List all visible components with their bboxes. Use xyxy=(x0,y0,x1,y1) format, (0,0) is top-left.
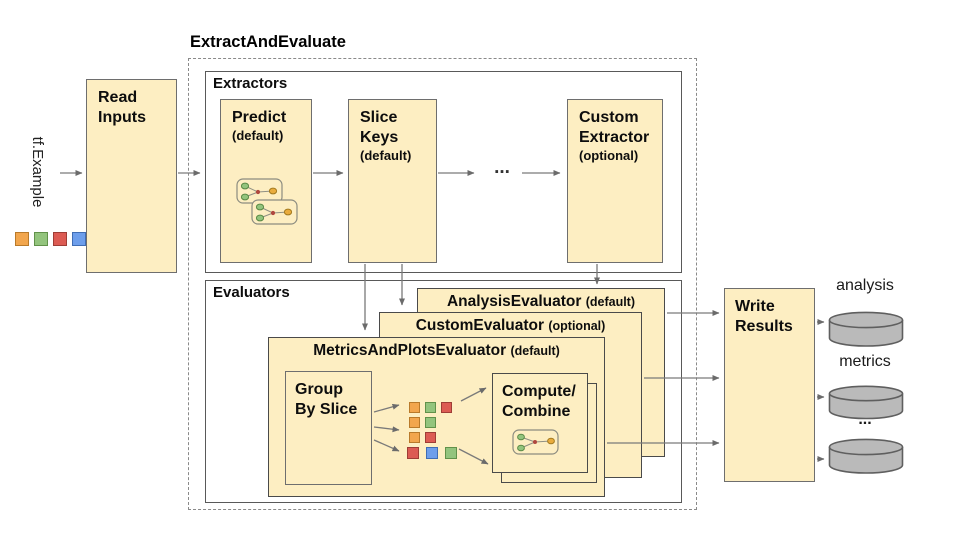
red-example-square xyxy=(407,447,419,459)
more-extractors-ellipsis: ... xyxy=(494,157,510,178)
extract-and-evaluate-group xyxy=(188,58,697,510)
model-network-icon xyxy=(512,429,559,455)
orange-example-square xyxy=(409,432,420,443)
compute-combine-line1: Compute/ xyxy=(502,383,576,400)
group-by-slice-line2: By Slice xyxy=(295,401,358,418)
slice-squares-row xyxy=(409,432,436,443)
analysis-output-label: analysis xyxy=(836,277,894,294)
custom-extractor-title-line1: Custom xyxy=(579,109,639,126)
group-by-slice-line1: Group xyxy=(295,381,343,398)
orange-example-square xyxy=(409,402,420,413)
compute-combine-line2: Combine xyxy=(502,403,571,420)
red-example-square xyxy=(53,232,67,246)
write-results-box: Write Results xyxy=(724,288,815,482)
custom-evaluator-title: CustomEvaluator xyxy=(415,317,545,334)
example-squares-legend xyxy=(15,232,86,246)
analysis-evaluator-sub: (default) xyxy=(585,295,636,309)
green-example-square xyxy=(425,402,436,413)
custom-evaluator-sub: (optional) xyxy=(548,319,606,333)
write-results-line2: Results xyxy=(735,318,793,335)
evaluators-label: Evaluators xyxy=(213,284,290,301)
analysis-evaluator-title: AnalysisEvaluator xyxy=(446,293,582,310)
custom-extractor-sub: (optional) xyxy=(579,148,639,163)
more-outputs-ellipsis: ... xyxy=(858,411,872,428)
slice-squares-row xyxy=(407,447,457,459)
read-inputs-title-line2: Inputs xyxy=(98,109,146,126)
compute-combine-box: Compute/ Combine xyxy=(492,373,588,473)
slice-keys-sub: (default) xyxy=(360,148,412,163)
orange-example-square xyxy=(15,232,29,246)
green-example-square xyxy=(34,232,48,246)
green-example-square xyxy=(445,447,457,459)
red-example-square xyxy=(425,432,436,443)
read-inputs-title-line1: Read xyxy=(98,89,138,106)
blue-example-square xyxy=(426,447,438,459)
metrics-output-label: metrics xyxy=(839,353,891,370)
predict-extractor-box: Predict (default) xyxy=(220,99,312,263)
orange-example-square xyxy=(409,417,420,428)
metrics-and-plots-sub: (default) xyxy=(510,344,560,358)
slice-keys-extractor-box: Slice Keys (default) xyxy=(348,99,437,263)
database-cylinder-icon xyxy=(828,311,904,347)
green-example-square xyxy=(425,417,436,428)
model-network-icon xyxy=(236,178,298,225)
extractors-label: Extractors xyxy=(213,75,288,92)
diagram-title: ExtractAndEvaluate xyxy=(190,33,346,51)
predict-sub: (default) xyxy=(232,128,284,143)
blue-example-square xyxy=(72,232,86,246)
tf-example-label: tf.Example xyxy=(29,136,46,208)
read-inputs-box: Read Inputs xyxy=(86,79,177,273)
slice-squares-row xyxy=(409,402,452,413)
write-results-line1: Write xyxy=(735,298,775,315)
group-by-slice-box: Group By Slice xyxy=(285,371,372,485)
metrics-and-plots-title: MetricsAndPlotsEvaluator xyxy=(313,342,507,359)
custom-extractor-title-line2: Extractor xyxy=(579,129,650,146)
database-cylinder-icon xyxy=(828,385,904,420)
database-cylinder-icon xyxy=(828,438,904,474)
slice-squares-row xyxy=(409,417,436,428)
red-example-square xyxy=(441,402,452,413)
slice-keys-title-line2: Keys xyxy=(360,129,399,146)
slice-keys-title-line1: Slice xyxy=(360,109,398,126)
predict-title: Predict xyxy=(232,109,287,126)
custom-extractor-box: Custom Extractor (optional) xyxy=(567,99,663,263)
